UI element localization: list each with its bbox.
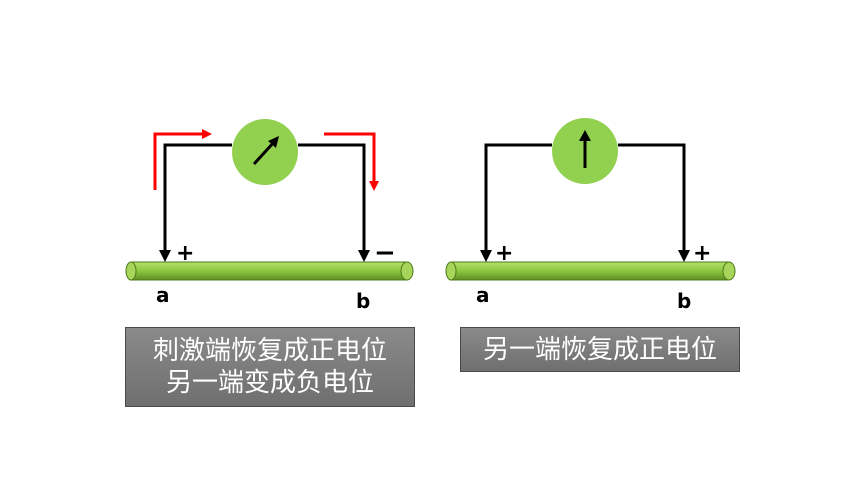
- left-caption-line1: 刺激端恢复成正电位: [152, 336, 387, 366]
- right-electrode-a-arrow: [480, 250, 492, 262]
- left-caption-box: 刺激端恢复成正电位 另一端变成负电位: [125, 327, 415, 407]
- left-wire-b: [298, 143, 366, 258]
- left-meter-needle: [252, 139, 277, 166]
- left-current-arrow-top: [153, 129, 212, 190]
- right-electrode-b-arrow: [678, 250, 690, 262]
- right-galvanometer: [552, 118, 618, 184]
- right-wire-b: [618, 143, 686, 258]
- left-sign-b: −: [374, 238, 396, 268]
- left-sign-a: +: [176, 241, 194, 266]
- left-galvanometer: [232, 119, 298, 185]
- left-diagram: + − a b: [125, 119, 414, 313]
- right-terminal-b-label: b: [677, 289, 691, 313]
- right-wire-a: [484, 143, 552, 258]
- right-sign-a: +: [495, 241, 513, 266]
- right-caption-box: 另一端恢复成正电位: [460, 327, 740, 372]
- left-wire-a: [163, 143, 232, 258]
- left-electrode-a-arrow: [159, 250, 171, 262]
- right-diagram: + + a b: [445, 118, 736, 313]
- right-terminal-a-label: a: [476, 283, 490, 307]
- right-nerve-fiber: [445, 261, 736, 281]
- left-terminal-b-label: b: [356, 289, 370, 313]
- left-terminal-a-label: a: [156, 283, 170, 307]
- left-caption-line2: 另一端变成负电位: [165, 368, 374, 398]
- left-electrode-b-arrow: [358, 250, 370, 262]
- left-current-arrow-right: [324, 132, 379, 191]
- left-nerve-fiber: [125, 261, 414, 281]
- right-caption-text: 另一端恢复成正电位: [482, 335, 717, 365]
- right-sign-b: +: [693, 241, 711, 266]
